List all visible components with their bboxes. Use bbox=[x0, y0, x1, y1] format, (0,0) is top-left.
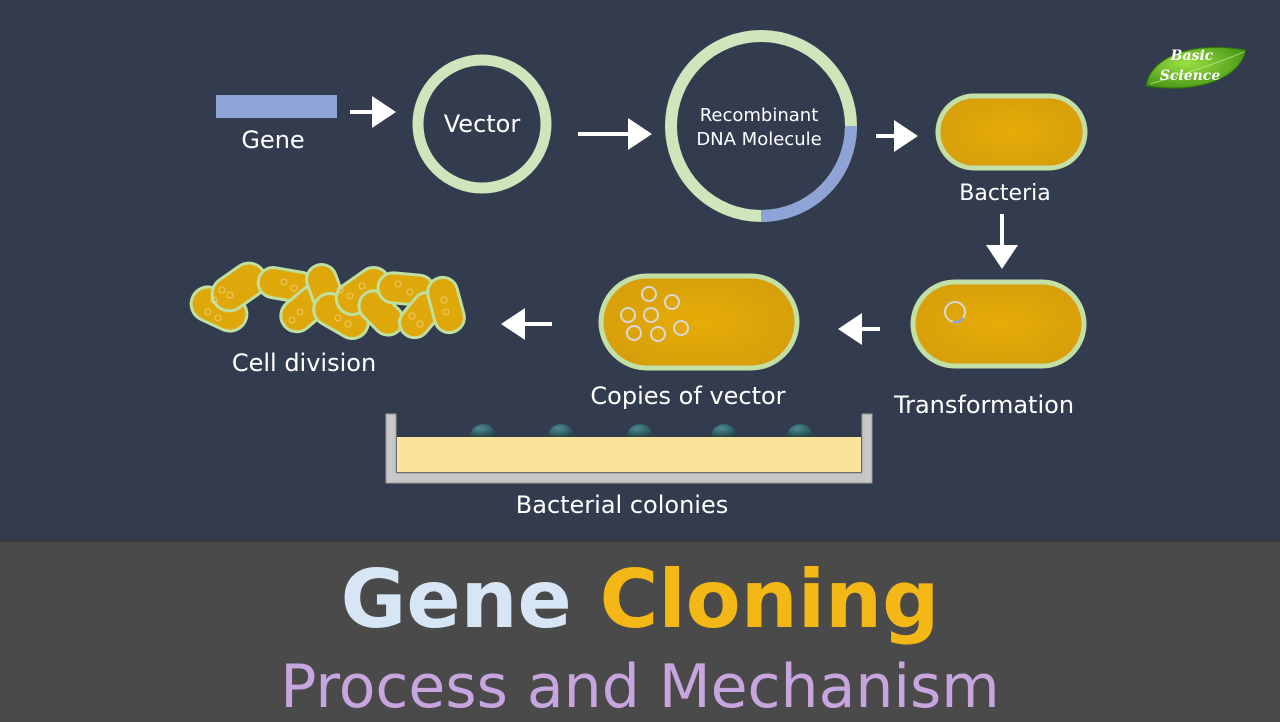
colony bbox=[711, 424, 737, 437]
bacteria-label: Bacteria bbox=[959, 181, 1050, 206]
title: Gene Cloning bbox=[0, 548, 1280, 652]
copies-label: Copies of vector bbox=[590, 382, 785, 410]
recombinant-dna-plasmid bbox=[665, 30, 857, 222]
petri-dish bbox=[385, 413, 873, 484]
colonies-label: Bacterial colonies bbox=[516, 491, 728, 519]
transformation-cell bbox=[910, 279, 1087, 369]
bacterial-colonies bbox=[470, 424, 813, 437]
basic-science-logo: Basic Science bbox=[1145, 46, 1247, 89]
gene-segment bbox=[216, 95, 337, 118]
gene-cloning-diagram: Basic Science Gene Vector Recombinant DN… bbox=[189, 30, 1247, 519]
colony bbox=[548, 424, 574, 437]
logo-text-line2: Science bbox=[1160, 68, 1221, 84]
gene-label: Gene bbox=[241, 126, 304, 154]
plasmid-copies bbox=[620, 286, 689, 342]
dividing-cells bbox=[189, 261, 466, 340]
cell-division-label: Cell division bbox=[232, 349, 376, 377]
colony bbox=[627, 424, 653, 437]
colony bbox=[470, 424, 496, 437]
title-banner: Gene Cloning Process and Mechanism bbox=[0, 540, 1280, 722]
copies-cell bbox=[598, 273, 800, 371]
title-word-gene: Gene bbox=[340, 553, 572, 646]
plasmid-insert-mark bbox=[952, 317, 965, 324]
subtitle: Process and Mechanism bbox=[280, 652, 1000, 722]
recombinant-label-line2: DNA Molecule bbox=[696, 129, 821, 150]
colony bbox=[787, 424, 813, 437]
transformation-label: Transformation bbox=[893, 391, 1074, 419]
agar-medium bbox=[397, 437, 861, 472]
vector-plasmid bbox=[412, 54, 552, 194]
title-word-cloning: Cloning bbox=[599, 553, 940, 646]
vector-label: Vector bbox=[444, 110, 521, 138]
bacteria-cell bbox=[935, 93, 1088, 171]
recombinant-label-line1: Recombinant bbox=[700, 105, 819, 126]
logo-text-line1: Basic bbox=[1170, 48, 1214, 64]
